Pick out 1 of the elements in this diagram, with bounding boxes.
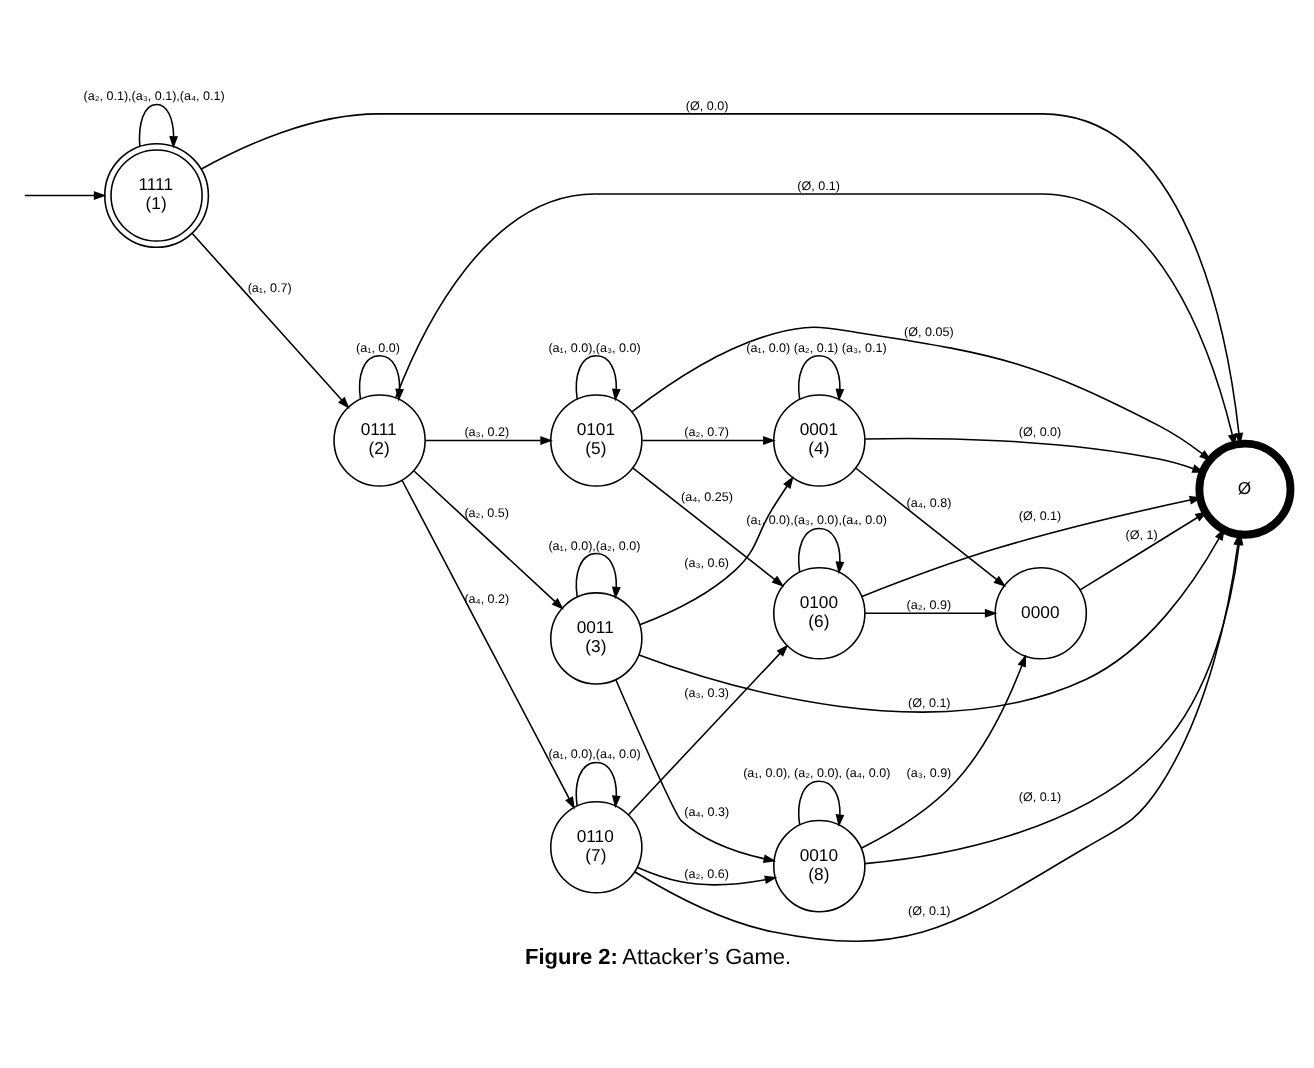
caption: Figure 2: Attacker’s Game. bbox=[525, 945, 792, 970]
